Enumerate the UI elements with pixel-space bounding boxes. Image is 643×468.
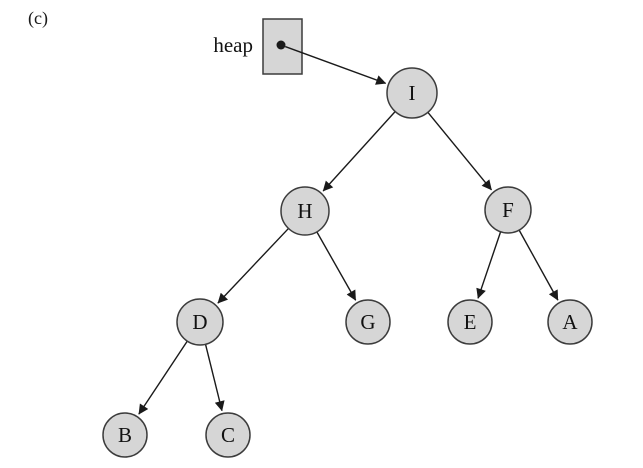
node-label-G: G bbox=[360, 310, 375, 334]
heap-pointer-dot bbox=[276, 40, 286, 50]
node-circle-B bbox=[102, 412, 148, 458]
tree-node-F: F bbox=[484, 186, 532, 234]
tree-node-G: G bbox=[345, 299, 391, 345]
tree-node-H: H bbox=[280, 186, 330, 236]
edge-D-B bbox=[138, 340, 188, 415]
edge-I-F bbox=[427, 111, 493, 191]
edge-I-H bbox=[322, 111, 396, 192]
node-label-H: H bbox=[297, 199, 312, 223]
edge-D-C bbox=[204, 344, 225, 412]
node-label-F: F bbox=[502, 198, 514, 222]
tree-node-C: C bbox=[205, 412, 251, 458]
node-circle-H bbox=[280, 186, 330, 236]
node-circle-E bbox=[447, 299, 493, 345]
node-circle-D bbox=[176, 298, 224, 346]
node-label-C: C bbox=[221, 423, 235, 447]
edge-F-E bbox=[476, 231, 502, 299]
edge-F-A bbox=[518, 229, 559, 301]
heap-label: heap bbox=[213, 33, 253, 57]
figure-part-label: (c) bbox=[28, 8, 48, 28]
edge-H-G bbox=[316, 231, 357, 301]
edge-pointer-I bbox=[284, 45, 387, 85]
node-label-E: E bbox=[464, 310, 477, 334]
tree-node-A: A bbox=[547, 299, 593, 345]
node-label-I: I bbox=[409, 81, 416, 105]
node-label-B: B bbox=[118, 423, 132, 447]
tree-node-I: I bbox=[386, 67, 438, 119]
tree-node-D: D bbox=[176, 298, 224, 346]
tree-node-E: E bbox=[447, 299, 493, 345]
node-circle-A bbox=[547, 299, 593, 345]
node-circle-C bbox=[205, 412, 251, 458]
node-label-D: D bbox=[192, 310, 207, 334]
node-label-A: A bbox=[562, 310, 578, 334]
edge-H-D bbox=[217, 227, 290, 304]
node-circle-F bbox=[484, 186, 532, 234]
tree-node-B: B bbox=[102, 412, 148, 458]
node-circle-G bbox=[345, 299, 391, 345]
node-circle-I bbox=[386, 67, 438, 119]
